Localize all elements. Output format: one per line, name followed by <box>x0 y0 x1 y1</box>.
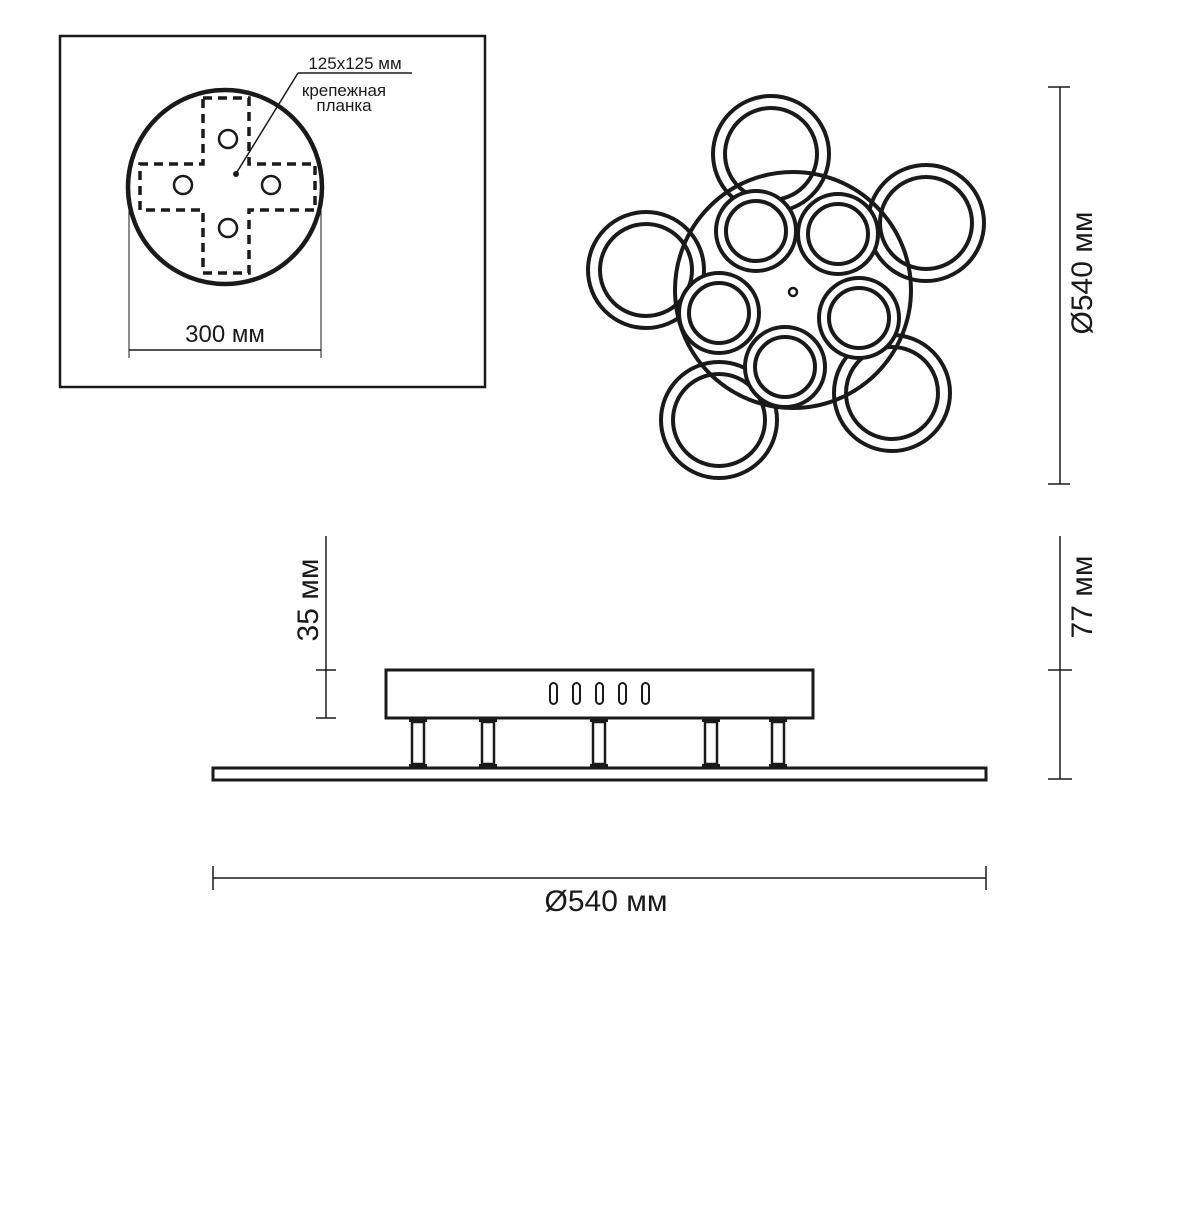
plate-size-label: 125x125 мм <box>308 54 401 73</box>
outer-ring-inner-3 <box>598 222 694 318</box>
indicator-slot <box>618 682 627 705</box>
inset-frame <box>58 34 487 389</box>
bracket-label-line1: крепежная <box>302 81 386 100</box>
outer-ring-inner-2 <box>878 175 974 271</box>
inner-ring-inner-1 <box>724 199 788 263</box>
base-width-label: 300 мм <box>185 321 265 348</box>
side-width-label: Ø540 мм <box>545 885 668 918</box>
mount-hole-left <box>172 174 194 196</box>
mount-hole-bottom <box>217 217 239 239</box>
center-point <box>233 171 239 177</box>
support-post <box>702 718 720 768</box>
indicator-slot <box>595 682 604 705</box>
inner-ring-inner-3 <box>687 281 751 345</box>
base-height-label: 35 мм <box>292 559 325 642</box>
support-posts <box>409 718 787 768</box>
inner-ring-inner-5 <box>753 335 817 399</box>
mounting-bracket-outline <box>138 96 317 275</box>
support-post <box>590 718 608 768</box>
top-view: Ø540 мм <box>586 86 1099 485</box>
side-view: 35 мм 77 мм Ø540 мм <box>211 536 1099 918</box>
support-post <box>479 718 497 768</box>
bracket-label-line2: планка <box>316 96 372 115</box>
outer-ring-inner-1 <box>723 106 819 202</box>
base-circle <box>125 87 325 287</box>
indicator-slots <box>549 682 650 705</box>
outer-ring-inner-4 <box>844 345 940 441</box>
outer-ring-3 <box>586 210 706 330</box>
support-post <box>409 718 427 768</box>
inner-ring-inner-4 <box>827 286 891 350</box>
outer-ring-inner-5 <box>671 372 767 468</box>
light-rings <box>586 94 986 480</box>
top-diameter-label: Ø540 мм <box>1066 212 1099 335</box>
support-post <box>769 718 787 768</box>
indicator-slot <box>549 682 558 705</box>
indicator-slot <box>641 682 650 705</box>
outer-ring-2 <box>866 163 986 283</box>
total-height-label: 77 мм <box>1066 556 1099 639</box>
leader-line <box>236 72 299 173</box>
indicator-slot <box>572 682 581 705</box>
light-panel <box>211 766 988 782</box>
outer-ring-5 <box>659 360 779 480</box>
mount-hole-right <box>260 174 282 196</box>
canopy-body <box>384 668 815 720</box>
mount-hole-top <box>217 128 239 150</box>
canopy-center-dot <box>787 286 799 298</box>
inner-ring-inner-2 <box>806 202 870 266</box>
mounting-inset: 125x125 мм крепежная планка 300 мм <box>58 34 487 389</box>
